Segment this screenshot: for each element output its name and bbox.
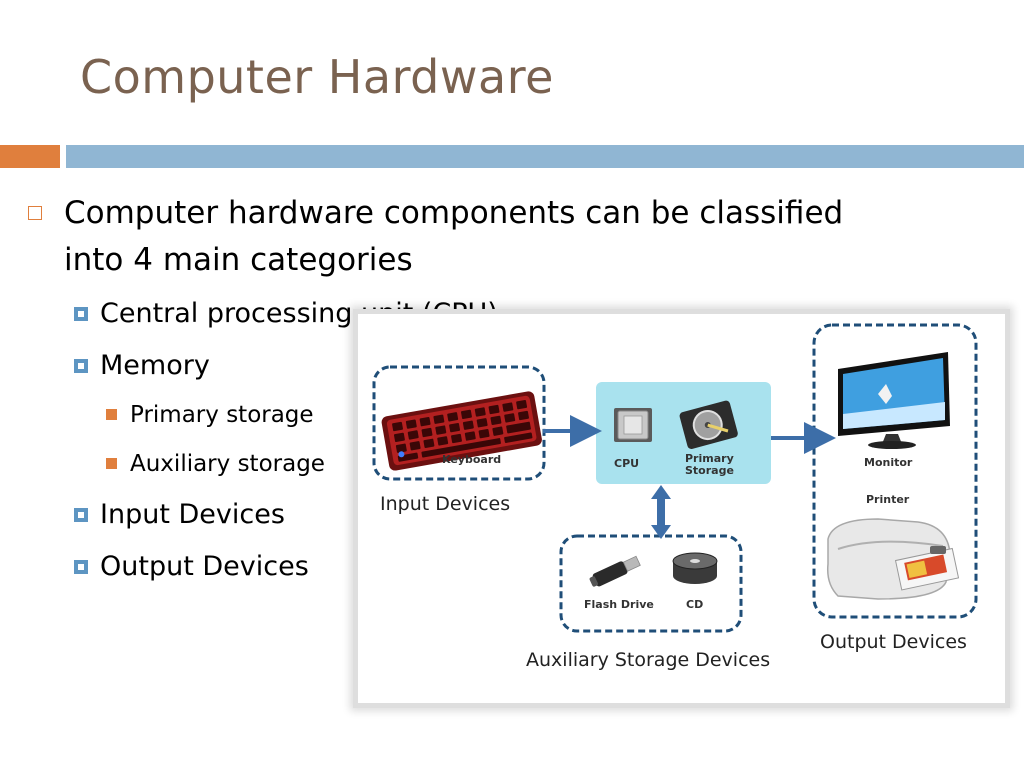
flash-drive-label: Flash Drive (584, 598, 654, 611)
primary-storage-label-line2: Storage (685, 464, 734, 477)
cpu-label: CPU (614, 457, 640, 470)
monitor-icon (838, 352, 950, 449)
header-bar-accent (0, 145, 60, 168)
square-bullet-icon (106, 409, 117, 420)
keyboard-icon (381, 391, 542, 471)
square-bullet-icon (74, 560, 88, 574)
bullet-text: Output Devices (100, 551, 309, 582)
flash-drive-icon (589, 555, 641, 587)
output-devices-box (812, 323, 978, 619)
cpu-chip-icon (614, 408, 652, 442)
cd-label: CD (686, 598, 704, 611)
square-bullet-icon (74, 508, 88, 522)
square-bullet-icon (106, 458, 117, 469)
cpu-aux-double-arrow (651, 485, 671, 539)
slide-title: Computer Hardware (80, 50, 554, 104)
bullet-text: Primary storage (130, 402, 314, 428)
bullet-text: Input Devices (100, 499, 285, 530)
keyboard-label: Keyboard (442, 453, 502, 466)
primary-storage-label-line1: Primary (685, 452, 734, 465)
input-devices-box (372, 365, 546, 481)
auxiliary-storage-devices-label: Auxiliary Storage Devices (526, 649, 771, 671)
input-devices-label: Input Devices (380, 493, 511, 515)
bullet-text: Computer hardware components can be clas… (64, 195, 844, 278)
header-bar (66, 145, 1024, 168)
output-devices-label: Output Devices (820, 631, 967, 653)
hollow-square-bullet-icon (28, 206, 42, 220)
square-bullet-icon (74, 359, 88, 373)
printer-label: Printer (866, 493, 910, 506)
printer-icon (826, 518, 960, 600)
auxiliary-storage-box (559, 534, 743, 633)
hard-drive-icon (679, 400, 738, 449)
bullet-text: Memory (100, 350, 210, 381)
monitor-label: Monitor (864, 456, 913, 469)
bullet-text: Auxiliary storage (130, 451, 325, 477)
cd-icon (672, 552, 718, 584)
hardware-diagram: Keyboard CPU Primary Storage Flash Drive… (353, 309, 1010, 708)
square-bullet-icon (74, 307, 88, 321)
diagram-graphics (372, 323, 978, 633)
